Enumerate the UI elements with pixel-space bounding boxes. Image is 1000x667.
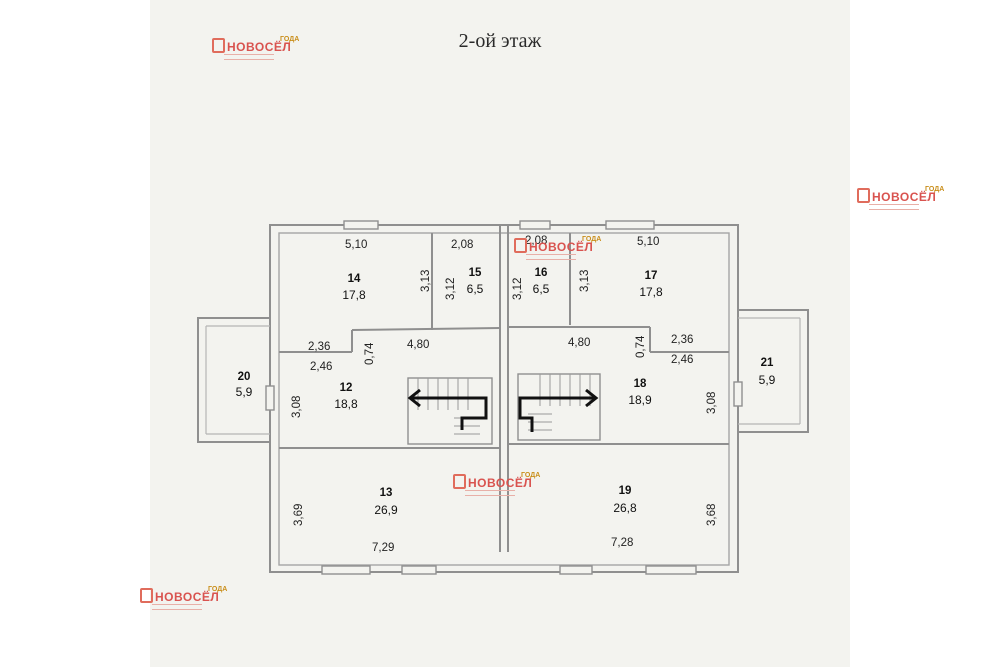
dim-5-10-right: 5,10 <box>637 236 659 248</box>
dim-2-08-right: 2,08 <box>525 235 547 247</box>
dim-2-08-left: 2,08 <box>451 239 473 251</box>
room-20-number: 20 <box>238 371 251 383</box>
dim-2-36-left: 2,36 <box>308 341 330 353</box>
watermark-brand: НОВОСЁЛ <box>227 40 292 54</box>
room-19-number: 19 <box>619 485 632 497</box>
room-12-number: 12 <box>340 382 353 394</box>
watermark-badge: ГОДА <box>521 472 541 479</box>
dim-7-28: 7,28 <box>611 537 633 549</box>
logo-icon <box>514 238 527 253</box>
watermark-brand: НОВОСЁЛ <box>155 590 220 604</box>
room-18-number: 18 <box>634 378 647 390</box>
room-16-number: 16 <box>535 267 548 279</box>
dim-2-46-left: 2,46 <box>310 361 332 373</box>
room-18-area: 18,9 <box>628 393 652 407</box>
dim-3-12-left: 3,12 <box>445 278 457 300</box>
room-14-number: 14 <box>348 273 361 285</box>
room-19-area: 26,8 <box>613 501 637 515</box>
dim-3-12-right: 3,12 <box>512 278 524 300</box>
dim-3-08-left: 3,08 <box>291 396 303 418</box>
room-15-number: 15 <box>469 267 482 279</box>
balcony-left <box>197 317 270 443</box>
room-13-area: 26,9 <box>374 503 398 517</box>
dim-4-80-left: 4,80 <box>407 339 429 351</box>
room-21-number: 21 <box>761 357 774 369</box>
room-16-area: 6,5 <box>533 282 550 296</box>
dim-2-36-right: 2,36 <box>671 334 693 346</box>
inner-wall <box>278 232 730 566</box>
dim-3-08-right: 3,08 <box>706 392 718 414</box>
dim-3-69: 3,69 <box>293 504 305 526</box>
room-21-area: 5,9 <box>759 373 776 387</box>
dim-3-13-right: 3,13 <box>579 270 591 292</box>
dim-0-74-right: 0,74 <box>635 335 647 358</box>
logo-icon <box>453 474 466 489</box>
balcony-right <box>738 309 809 433</box>
stair-arrow-right <box>518 396 596 432</box>
dim-3-68: 3,68 <box>706 504 718 526</box>
dim-2-46-right: 2,46 <box>671 354 693 366</box>
watermark-badge: ГОДА <box>582 236 602 243</box>
watermark: НОВОСЁЛ ГОДА <box>212 36 302 76</box>
room-14-area: 17,8 <box>342 288 366 302</box>
watermark-brand: НОВОСЁЛ <box>529 240 594 254</box>
watermark-brand: НОВОСЁЛ <box>872 190 937 204</box>
watermark-badge: ГОДА <box>925 186 945 193</box>
room-12-area: 18,8 <box>334 397 358 411</box>
room-15-area: 6,5 <box>467 282 484 296</box>
watermark-brand: НОВОСЁЛ <box>468 476 533 490</box>
room-13-number: 13 <box>380 487 393 499</box>
dim-0-74-left: 0,74 <box>364 342 376 365</box>
watermark-badge: ГОДА <box>208 586 228 593</box>
dim-3-13-left: 3,13 <box>420 270 432 292</box>
room-20-area: 5,9 <box>236 385 253 399</box>
logo-icon <box>857 188 870 203</box>
stair-arrow-left <box>412 396 488 430</box>
dim-7-29: 7,29 <box>372 542 394 554</box>
logo-icon <box>140 588 153 603</box>
page-title: 2-ой этаж <box>458 30 542 52</box>
logo-icon <box>212 38 225 53</box>
watermark: НОВОСЁЛ ГОДА <box>514 236 604 276</box>
dim-5-10-left: 5,10 <box>345 239 367 251</box>
room-17-area: 17,8 <box>639 285 663 299</box>
watermark: НОВОСЁЛ ГОДА <box>857 186 947 226</box>
watermark-badge: ГОДА <box>280 36 300 43</box>
watermark: НОВОСЁЛ ГОДА <box>453 472 543 512</box>
dim-4-80-right: 4,80 <box>568 337 590 349</box>
room-17-number: 17 <box>645 270 658 282</box>
watermark: НОВОСЁЛ ГОДА <box>140 586 230 626</box>
